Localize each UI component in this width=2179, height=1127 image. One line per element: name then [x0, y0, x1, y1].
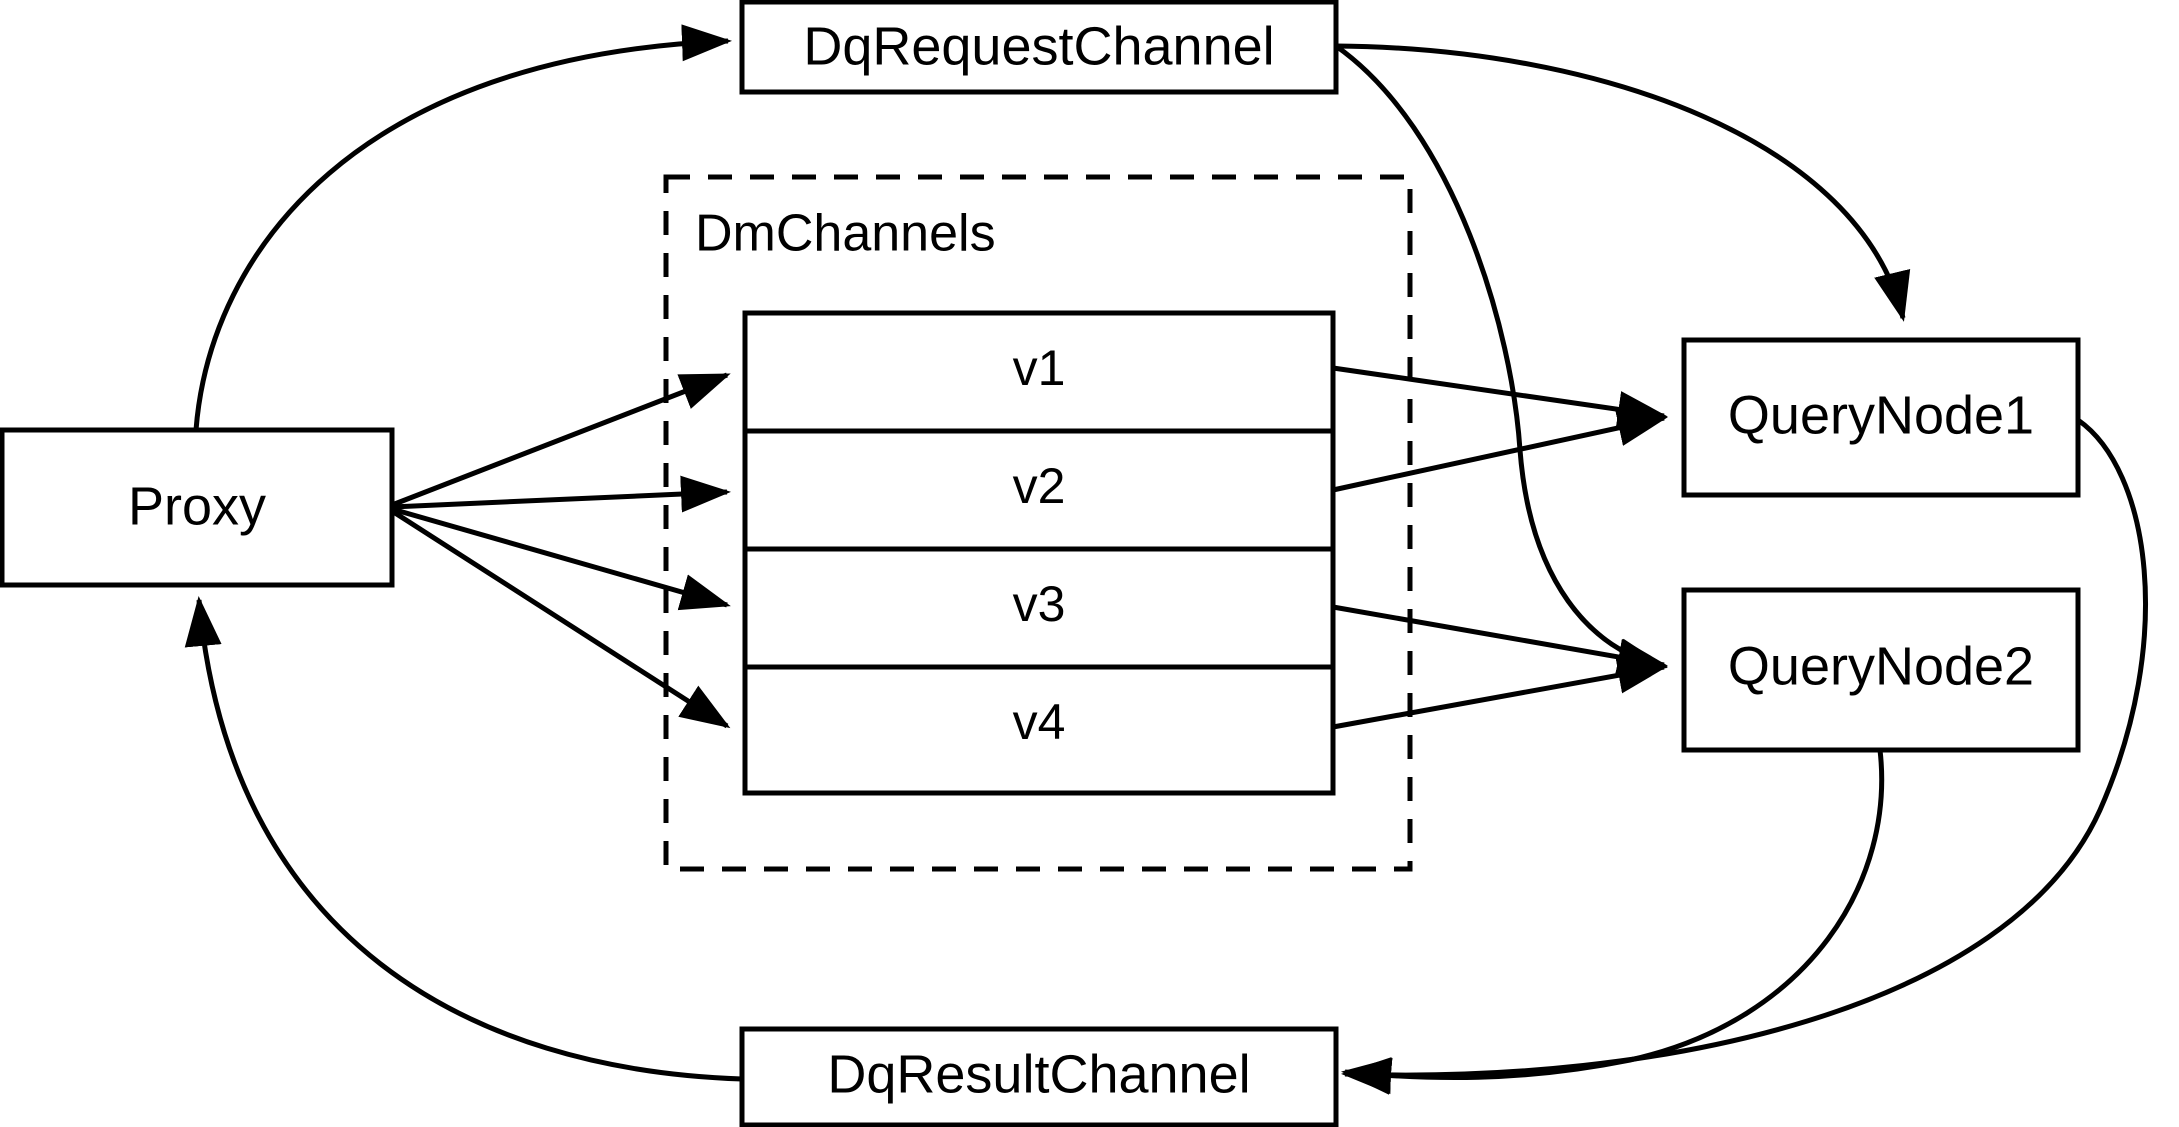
node-dq-result-channel[interactable]: DqResultChannel — [739, 1026, 1339, 1127]
edge-v2-to-querynode1 — [1332, 409, 1668, 493]
edge-proxy-to-v3 — [391, 506, 731, 611]
dq-result-channel-label: DqResultChannel — [827, 1044, 1250, 1104]
edge-dqrequestchannel-to-querynode1 — [1335, 43, 1911, 322]
channel-row-v4[interactable] — [742, 664, 1336, 796]
dmchannels-dashed-border — [663, 174, 1413, 872]
node-proxy[interactable]: Proxy — [0, 427, 395, 588]
edge-dqresultchannel-to-proxy — [184, 596, 743, 1082]
channel-row-v2-label: v2 — [1013, 458, 1066, 514]
proxy-box[interactable] — [0, 427, 395, 588]
node-query-node-1[interactable]: QueryNode1 — [1681, 337, 2081, 498]
query-node-2-label: QueryNode2 — [1728, 636, 2034, 696]
query-node-1-box[interactable] — [1681, 337, 2081, 498]
node-query-node-2[interactable]: QueryNode2 — [1681, 587, 2081, 753]
edge-layer — [184, 24, 2148, 1095]
edge-proxy-to-dqrequestchannel — [193, 24, 732, 431]
proxy-label: Proxy — [128, 476, 266, 536]
edge-proxy-to-v4 — [390, 508, 731, 729]
dmchannels-table: v1 v2 v3 v4 — [742, 310, 1336, 796]
dmchannels-group-label: DmChannels — [695, 205, 996, 263]
edge-v3-to-querynode2 — [1332, 604, 1668, 676]
dq-request-channel-label: DqRequestChannel — [803, 16, 1274, 76]
channel-row-v4-label: v4 — [1013, 694, 1066, 750]
edge-proxy-to-v2 — [391, 475, 731, 513]
edge-querynode2-to-dqresultchannel — [1341, 749, 1885, 1095]
dq-result-channel-box[interactable] — [739, 1026, 1339, 1127]
edge-v1-to-querynode1 — [1332, 365, 1668, 428]
edge-proxy-to-v1 — [391, 372, 731, 508]
edge-dqrequestchannel-to-querynode2 — [1334, 43, 1668, 675]
query-node-1-label: QueryNode1 — [1728, 385, 2034, 445]
dq-request-channel-box[interactable] — [739, 0, 1339, 95]
dmchannels-group: DmChannels — [663, 174, 1413, 872]
channel-row-v3-label: v3 — [1013, 576, 1066, 632]
query-node-2-box[interactable] — [1681, 587, 2081, 753]
edge-v4-to-querynode2 — [1332, 657, 1668, 730]
node-dq-request-channel[interactable]: DqRequestChannel — [739, 0, 1339, 95]
channel-row-v1-label: v1 — [1013, 340, 1066, 396]
